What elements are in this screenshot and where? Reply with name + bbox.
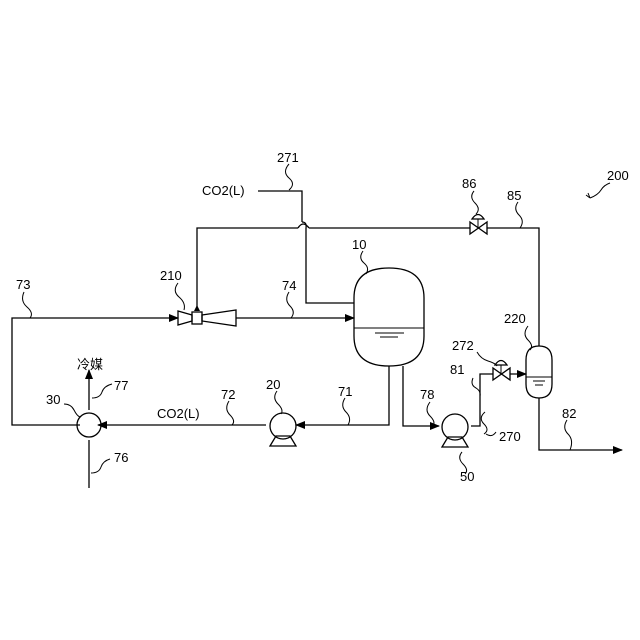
label-220: 220 (504, 311, 526, 326)
label-200: 200 (607, 168, 629, 183)
label-co2-mid: CO2(L) (157, 406, 200, 421)
valve-86 (470, 215, 487, 235)
label-refrigerant: 冷媒 (77, 357, 103, 372)
valve-272 (493, 361, 510, 381)
label-78: 78 (420, 387, 434, 402)
label-72: 72 (221, 387, 235, 402)
label-270: 270 (499, 429, 521, 444)
label-272: 272 (452, 338, 474, 353)
line-82 (539, 398, 622, 450)
label-71: 71 (338, 384, 352, 399)
pump-20 (270, 413, 296, 446)
feed-line-271 (258, 191, 354, 303)
label-50: 50 (460, 469, 474, 484)
label-85: 85 (507, 188, 521, 203)
return-line-hop (298, 224, 309, 228)
pump-50 (442, 414, 468, 447)
ejector-210 (178, 305, 236, 326)
line-81 (471, 374, 526, 426)
label-271: 271 (277, 150, 299, 165)
ref-200-arrow (586, 193, 590, 198)
label-76: 76 (114, 450, 128, 465)
heat-exchanger-30 (77, 413, 101, 437)
label-30: 30 (46, 392, 60, 407)
label-81: 81 (450, 362, 464, 377)
label-73: 73 (16, 277, 30, 292)
label-20: 20 (266, 377, 280, 392)
label-10: 10 (352, 237, 366, 252)
label-77: 77 (114, 378, 128, 393)
tank-10 (354, 268, 424, 366)
label-86: 86 (462, 176, 476, 191)
label-210: 210 (160, 268, 182, 283)
label-co2-top: CO2(L) (202, 183, 245, 198)
label-82: 82 (562, 406, 576, 421)
separator-220 (526, 346, 552, 398)
label-74: 74 (282, 278, 296, 293)
